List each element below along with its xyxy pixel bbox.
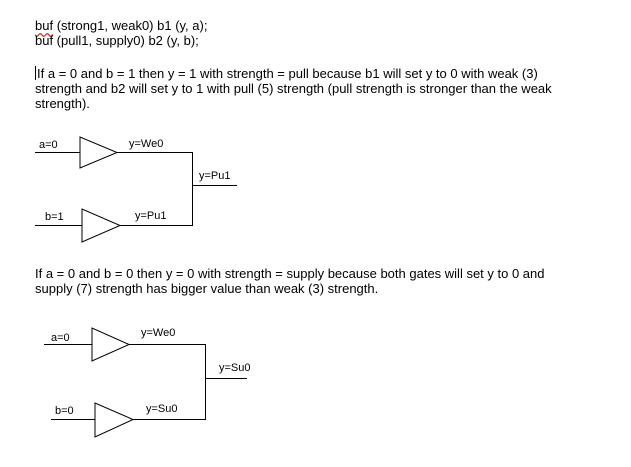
explanation-paragraph-1: If a = 0 and b = 1 then y = 1 with stren… xyxy=(35,66,580,111)
circuit2-label-a: a=0 xyxy=(51,332,70,344)
circuit1-label-result: y=Pu1 xyxy=(199,170,231,182)
code-line-2: buf (pull1, supply0) b2 (y, b); xyxy=(35,33,199,48)
circuit2-label-result: y=Su0 xyxy=(219,362,251,374)
circuit2-buffer-b2 xyxy=(94,402,135,438)
paragraph-1-first-letter: I xyxy=(37,66,41,81)
circuit1-label-b: b=1 xyxy=(45,211,64,223)
text-cursor xyxy=(35,66,36,80)
circuit2-buffer-b1 xyxy=(91,327,131,362)
code-line-1: buf (strong1, weak0) b1 (y, a); xyxy=(35,19,207,33)
circuit2-label-bottom-output: y=Su0 xyxy=(146,403,178,415)
code-keyword-buf: buf xyxy=(35,18,54,33)
circuit1-buffer-b1 xyxy=(79,136,119,169)
circuit1-label-a: a=0 xyxy=(39,139,58,151)
circuit1-buffer-b2 xyxy=(81,208,122,243)
code-line-1-rest: (strong1, weak0) b1 (y, a); xyxy=(53,18,208,33)
paragraph-1-text: f a = 0 and b = 1 then y = 1 with streng… xyxy=(35,66,552,111)
explanation-paragraph-2: If a = 0 and b = 0 then y = 0 with stren… xyxy=(35,266,545,296)
circuit2-label-b: b=0 xyxy=(55,405,74,417)
circuit2-label-top-output: y=We0 xyxy=(141,327,175,339)
circuit1-label-bottom-output: y=Pu1 xyxy=(135,210,167,222)
circuit1-label-top-output: y=We0 xyxy=(129,138,163,150)
